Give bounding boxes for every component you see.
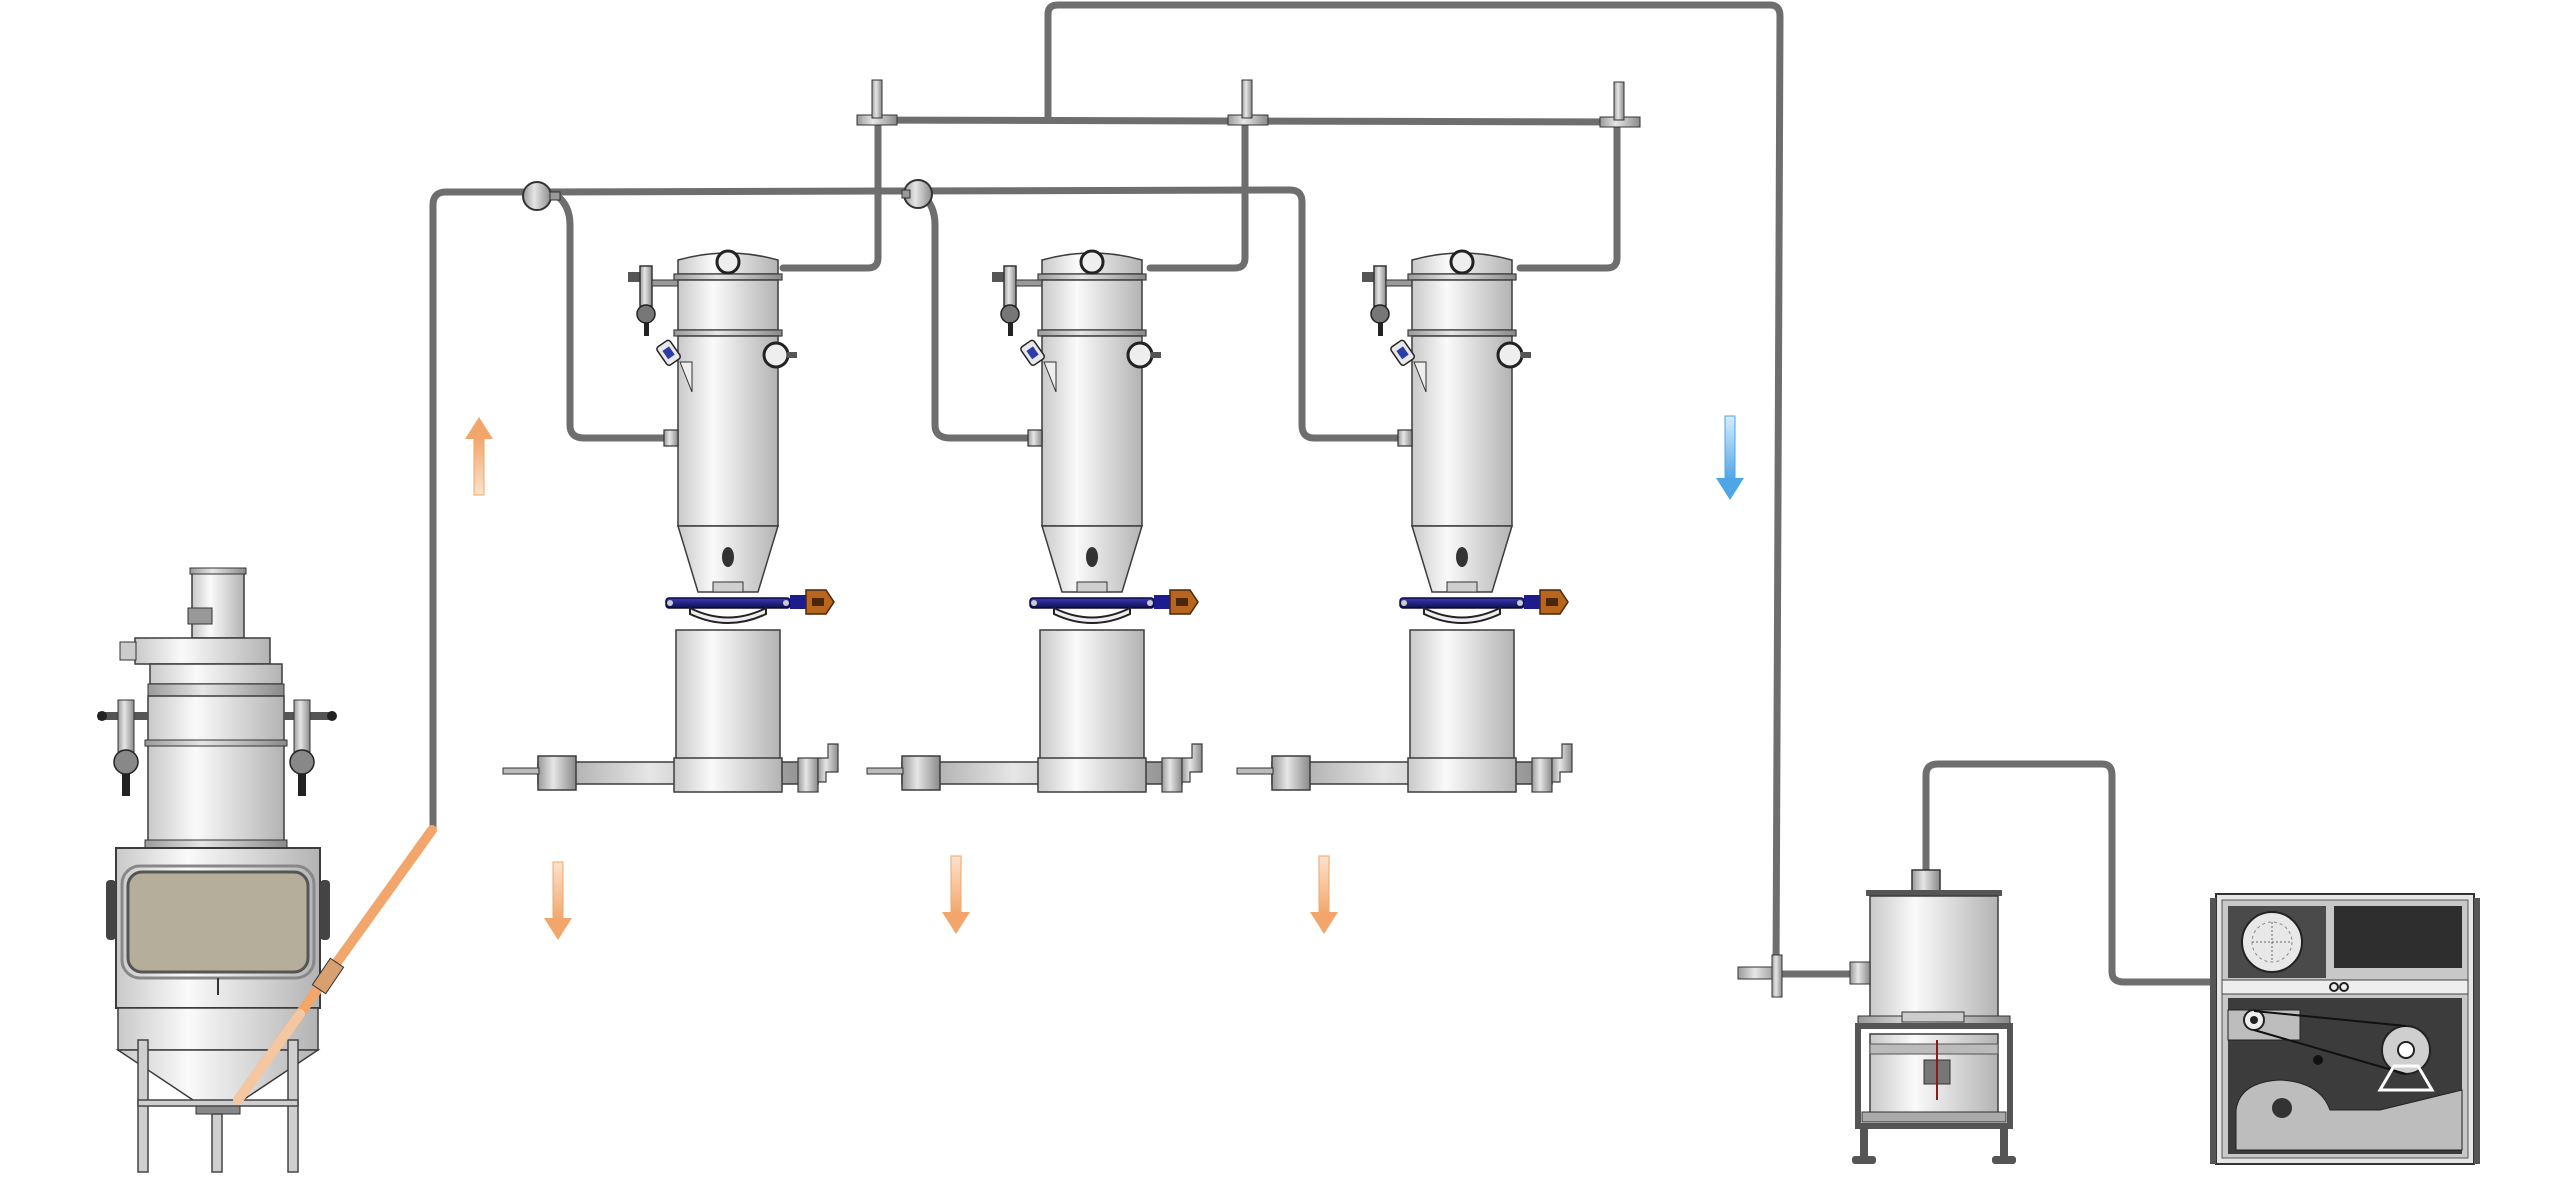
branch-line-1 (552, 191, 674, 442)
vacuum-receiver-2 (865, 249, 1204, 794)
vacuum-drop-1 (779, 118, 882, 272)
filter-valve-right (284, 699, 337, 796)
dust-filter (1849, 869, 2016, 1164)
diverter-valve-1 (522, 181, 552, 211)
flow-arrow-conveying-up (465, 417, 493, 496)
pipe-fittings (522, 79, 1783, 998)
filter-to-pump-line (1922, 760, 2224, 986)
flow-arrow-vacuum-return (1716, 415, 1744, 500)
return-line-tee (1737, 954, 1783, 998)
header-tee-3 (1599, 81, 1641, 128)
main-conveying-line (429, 186, 1414, 834)
bag-dump-window (126, 870, 310, 974)
vacuum-drop-3 (1516, 118, 1621, 272)
vacuum-drop-2 (1146, 118, 1249, 272)
flow-arrow-discharge-2 (942, 855, 970, 934)
flow-arrow-discharge-1 (544, 861, 572, 940)
header-tee-2 (1227, 79, 1269, 126)
vacuum-receiver-3 (1235, 249, 1574, 794)
bag-dump-station (97, 567, 437, 1173)
vacuum-receiver-1 (501, 249, 840, 794)
header-tee-1 (856, 79, 898, 126)
vacuum-return-line (1044, 1, 1784, 979)
flow-arrows (465, 415, 1744, 940)
filter-valve-left (97, 699, 148, 796)
flow-arrow-discharge-3 (1310, 855, 1338, 934)
vacuum-pump-cabinet (2210, 893, 2480, 1165)
